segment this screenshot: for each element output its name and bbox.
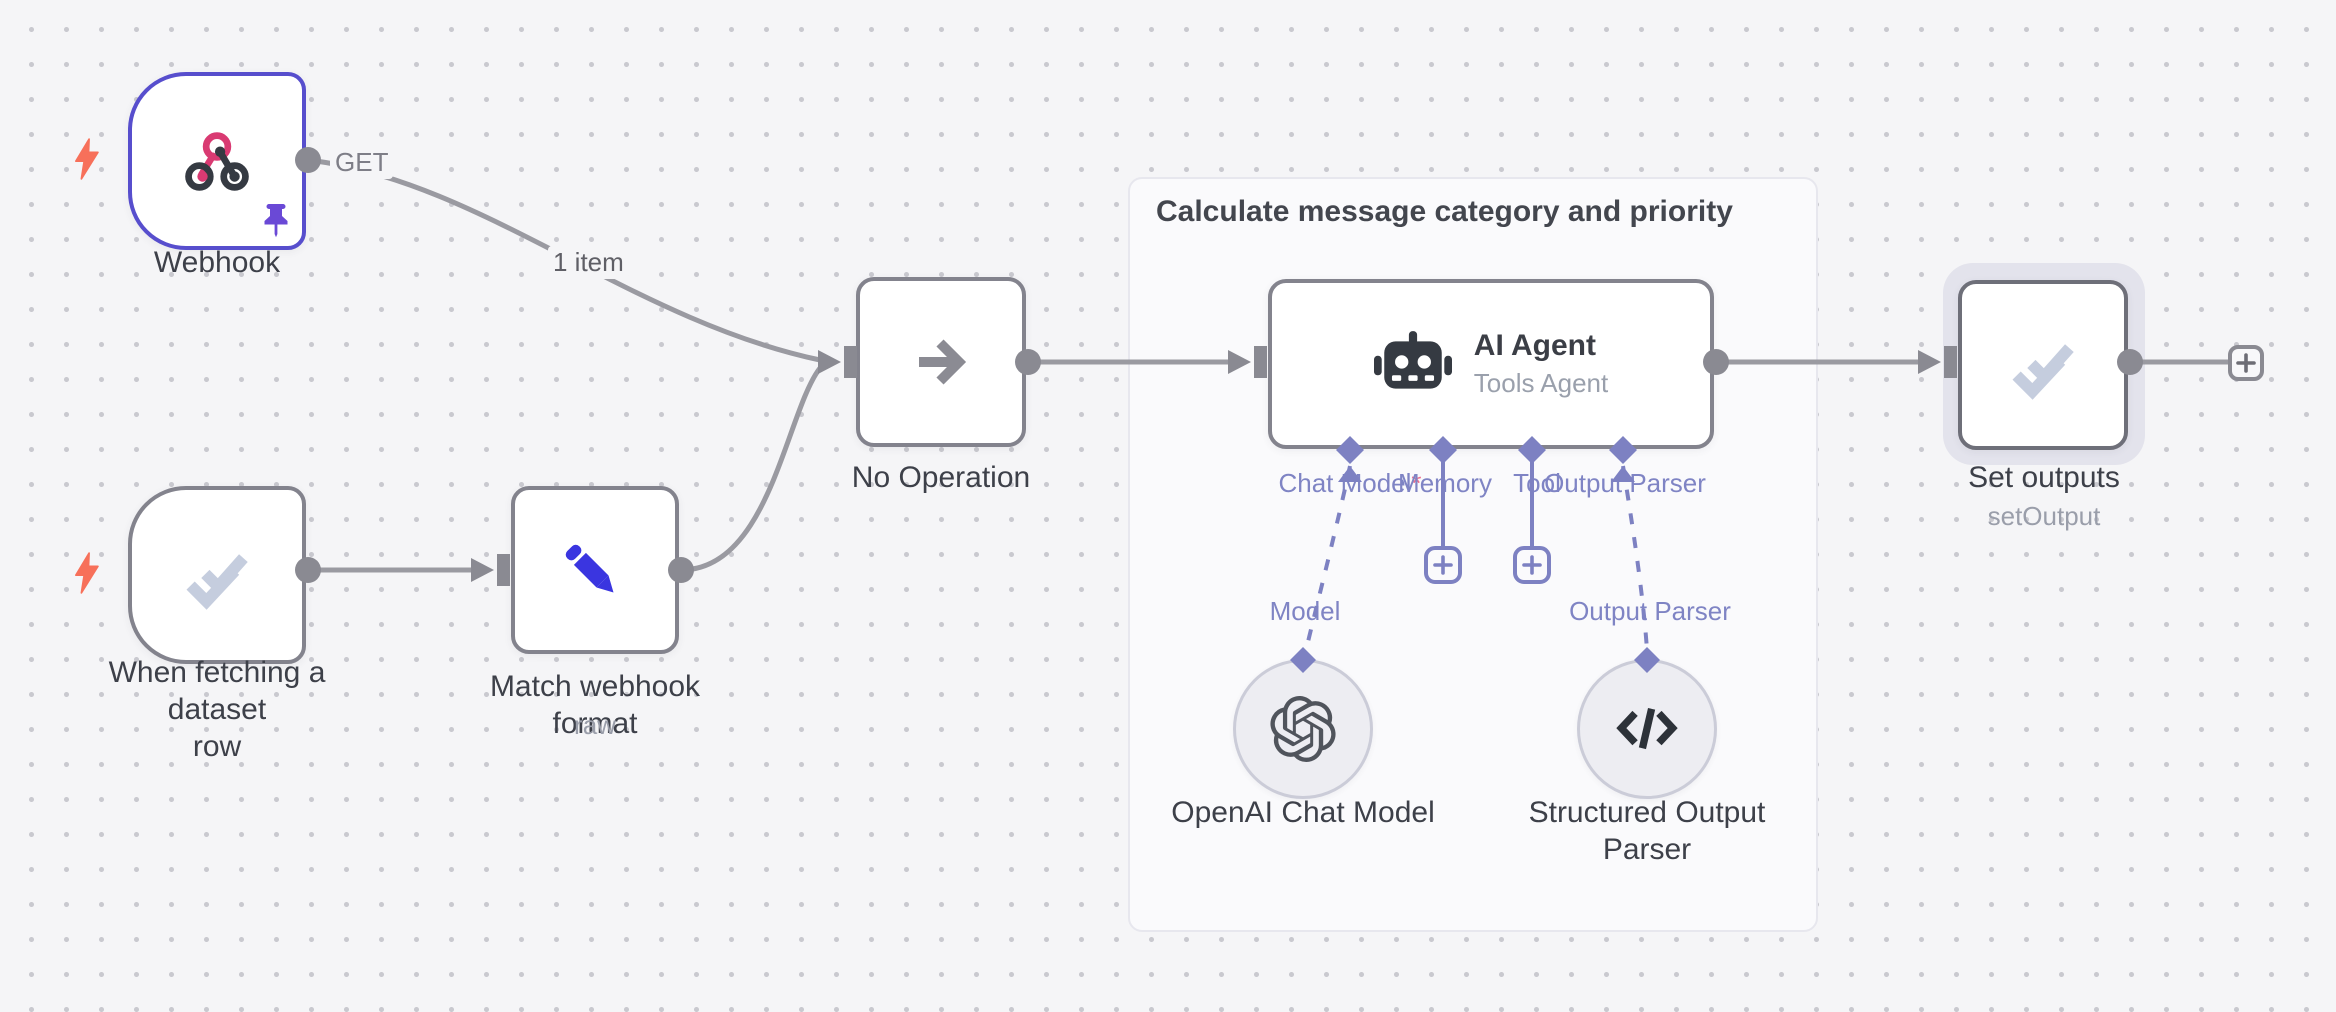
add-next-node-button[interactable] [2228, 345, 2264, 381]
add-tool-button[interactable] [1513, 546, 1551, 584]
agent-port-tool[interactable]: Tool [1513, 468, 1561, 498]
input-arrow-setoutputs [1918, 350, 1941, 374]
check-double-icon [2012, 344, 2074, 400]
node-label-set-outputs: Set outputs [1968, 461, 2120, 494]
input-arrow-noop [818, 350, 841, 374]
node-dataset-trigger[interactable] [128, 486, 306, 664]
webhook-method-badge: GET [330, 146, 394, 179]
add-memory-button[interactable] [1424, 546, 1462, 584]
code-brackets-icon [1616, 708, 1678, 750]
node-label-webhook: Webhook [153, 246, 281, 279]
node-sublabel-match-format: raw [574, 710, 616, 740]
subport-model-label: Model [1269, 596, 1341, 626]
input-arrow-match [471, 558, 494, 582]
webhook-icon [185, 132, 249, 191]
plus-icon [2236, 353, 2256, 373]
node-label-match-format: Match webhook format [489, 670, 701, 740]
node-match-format[interactable] [511, 486, 679, 654]
node-structured-output-parser[interactable] [1577, 659, 1717, 799]
node-label-noop: No Operation [851, 461, 1031, 494]
node-sublabel-set-outputs: setOutput [1987, 501, 2101, 531]
robot-icon [1373, 331, 1452, 389]
node-label-openai-chat-model: OpenAI Chat Model [1171, 796, 1435, 829]
plus-icon [1433, 555, 1453, 575]
trigger-bolt-icon [75, 138, 99, 180]
node-webhook[interactable] [128, 72, 306, 250]
node-label-structured-output-parser: Structured Output Parser [1528, 796, 1766, 866]
pencil-icon [565, 544, 614, 593]
node-noop[interactable] [856, 277, 1026, 447]
plus-icon [1522, 555, 1542, 575]
group-title: Calculate message category and priority [1156, 195, 1733, 228]
openai-icon [1270, 696, 1336, 762]
agent-port-memory[interactable]: Memory [1398, 468, 1492, 498]
trigger-bolt-icon [75, 552, 99, 594]
arrow-right-icon [919, 339, 967, 385]
node-ai-agent[interactable]: AI Agent Tools Agent [1268, 279, 1714, 449]
node-label-dataset-trigger: When fetching a dataset row [108, 656, 326, 763]
agent-subtitle: Tools Agent [1473, 368, 1609, 398]
items-count-label: 1 item [548, 246, 629, 279]
agent-port-output-parser[interactable]: Output Parser [1544, 468, 1706, 498]
node-set-outputs[interactable] [1958, 280, 2128, 450]
subport-output-parser-label: Output Parser [1569, 596, 1731, 626]
agent-title: AI Agent [1473, 329, 1596, 362]
input-bar-match [497, 554, 510, 586]
check-double-icon [186, 554, 248, 610]
pin-icon [264, 204, 288, 238]
node-openai-chat-model[interactable] [1233, 659, 1373, 799]
